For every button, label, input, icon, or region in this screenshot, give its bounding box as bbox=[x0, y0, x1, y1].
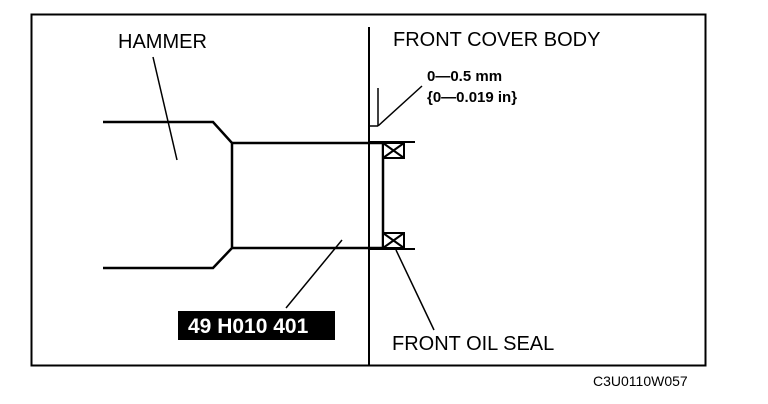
hammer-outline bbox=[103, 120, 234, 270]
front-cover-body-label: FRONT COVER BODY bbox=[393, 29, 600, 51]
hammer-leader bbox=[152, 56, 178, 161]
tool-leader bbox=[285, 239, 343, 309]
clearance-mm-label: 0—0.5 mm bbox=[427, 68, 502, 85]
clearance-dimension bbox=[370, 85, 423, 127]
front-oil-seal-leader bbox=[395, 249, 435, 331]
front-oil-seal-lower bbox=[382, 232, 405, 249]
installer-tool-outline bbox=[232, 141, 385, 250]
figure-code-label: C3U0110W057 bbox=[593, 373, 688, 389]
front-oil-seal-upper bbox=[382, 142, 405, 159]
tool-number-badge: 49 H010 401 bbox=[178, 311, 335, 340]
clearance-in-label: {0—0.019 in} bbox=[427, 89, 517, 106]
tool-number-label: 49 H010 401 bbox=[188, 315, 309, 338]
diagram-frame bbox=[30, 13, 707, 367]
front-oil-seal-label: FRONT OIL SEAL bbox=[392, 333, 554, 355]
hammer-label: HAMMER bbox=[118, 31, 207, 53]
